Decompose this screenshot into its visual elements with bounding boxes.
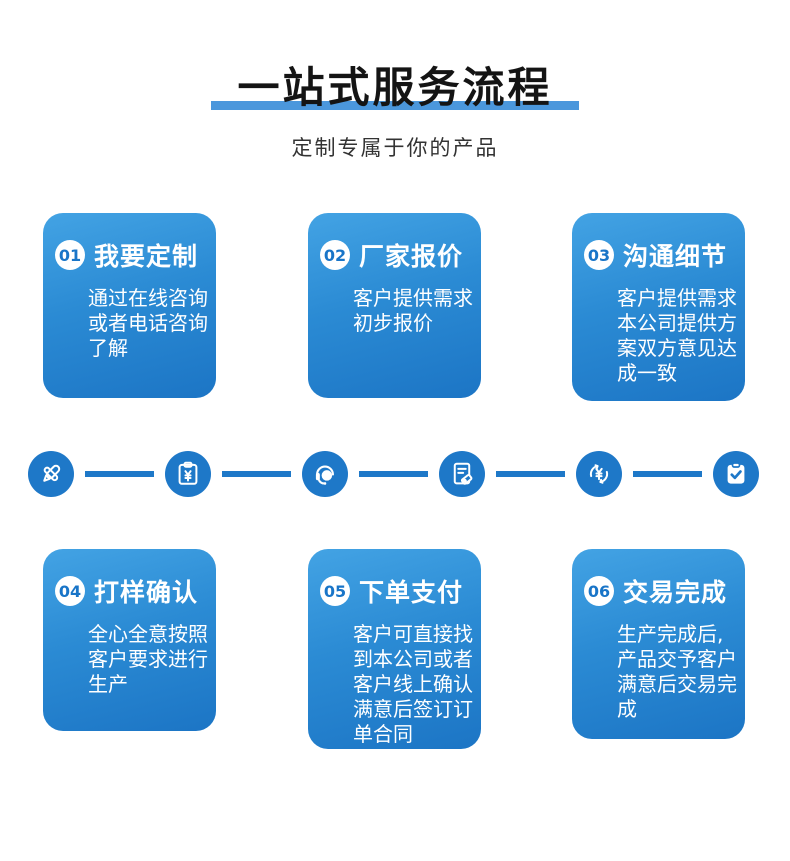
title-block: 一站式服务流程	[211, 63, 579, 112]
step-description: 客户提供需求本公司提供方案双方意见达成一致	[617, 286, 737, 385]
flow-connector	[222, 471, 291, 477]
step-description: 通过在线咨询或者电话咨询了解	[88, 286, 208, 360]
step-description: 客户可直接找到本公司或者客户线上确认满意后签订订单合同	[353, 622, 473, 746]
step-title: 打样确认	[94, 578, 199, 607]
step-title: 交易完成	[623, 578, 728, 607]
step-number-badge: 03	[584, 240, 614, 270]
step-description: 客户提供需求初步报价	[353, 286, 473, 335]
step-card-head: 01 我要定制	[55, 237, 212, 273]
page-subtitle: 定制专属于你的产品	[291, 136, 499, 161]
step-card-head: 05 下单支付	[320, 573, 477, 609]
flow-connector	[496, 471, 565, 477]
title-underline	[211, 101, 579, 111]
flow-connector	[359, 471, 428, 477]
step-card-head: 06 交易完成	[584, 573, 741, 609]
step-title: 沟通细节	[623, 242, 728, 271]
quote-clipboard-icon	[165, 451, 211, 497]
step-description: 生产完成后,产品交予客户满意后交易完成	[617, 622, 737, 721]
flow-connector	[85, 471, 154, 477]
flow-icon-row	[28, 451, 759, 497]
step-title: 厂家报价	[359, 242, 464, 271]
header: 一站式服务流程 定制专属于你的产品	[0, 0, 790, 162]
step-card-4: 04 打样确认 全心全意按照客户要求进行生产	[43, 549, 216, 731]
step-number-badge: 05	[320, 576, 350, 606]
page-title: 一站式服务流程	[237, 63, 553, 112]
step-card-1: 01 我要定制 通过在线咨询或者电话咨询了解	[43, 213, 216, 398]
customer-service-icon	[302, 451, 348, 497]
step-title: 下单支付	[359, 578, 464, 607]
step-number-badge: 04	[55, 576, 85, 606]
step-number-badge: 01	[55, 240, 85, 270]
step-number-badge: 06	[584, 576, 614, 606]
order-document-icon	[439, 451, 485, 497]
step-card-6: 06 交易完成 生产完成后,产品交予客户满意后交易完成	[572, 549, 745, 739]
step-card-head: 04 打样确认	[55, 573, 212, 609]
step-card-2: 02 厂家报价 客户提供需求初步报价	[308, 213, 481, 398]
step-card-5: 05 下单支付 客户可直接找到本公司或者客户线上确认满意后签订订单合同	[308, 549, 481, 749]
deal-complete-icon	[713, 451, 759, 497]
step-card-3: 03 沟通细节 客户提供需求本公司提供方案双方意见达成一致	[572, 213, 745, 401]
flow-connector	[633, 471, 702, 477]
step-number-badge: 02	[320, 240, 350, 270]
design-tools-icon	[28, 451, 74, 497]
step-title: 我要定制	[94, 242, 199, 271]
step-description: 全心全意按照客户要求进行生产	[88, 622, 208, 696]
step-card-head: 03 沟通细节	[584, 237, 741, 273]
step-card-head: 02 厂家报价	[320, 237, 477, 273]
payment-exchange-icon	[576, 451, 622, 497]
